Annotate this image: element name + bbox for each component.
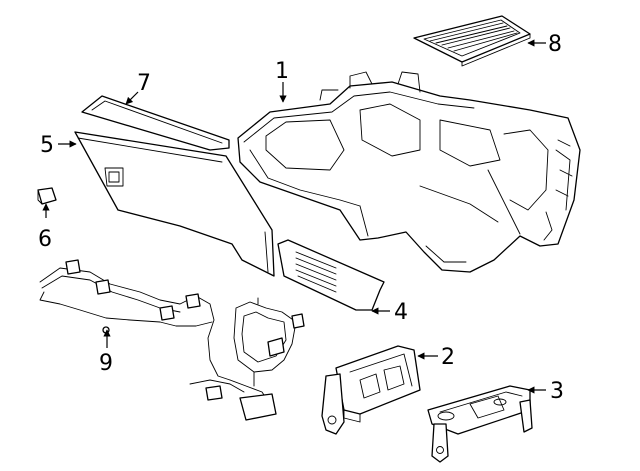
- part-5-side-panel: [74, 131, 275, 277]
- callout-7: 7: [137, 71, 151, 96]
- part-6-clip: [37, 187, 57, 205]
- part-3-bracket: [427, 385, 533, 463]
- callout-9: 9: [99, 351, 113, 376]
- part-2-bracket: [321, 345, 421, 435]
- callout-leaders: [42, 39, 546, 394]
- callout-2: 2: [441, 345, 455, 370]
- callout-3: 3: [550, 379, 564, 404]
- callout-8: 8: [548, 32, 562, 57]
- part-7-trim-strip: [81, 95, 230, 151]
- part-8-mat: [413, 15, 531, 67]
- callout-4: 4: [394, 300, 408, 325]
- callout-5: 5: [40, 133, 54, 158]
- leader-7: [125, 91, 139, 105]
- callout-6: 6: [38, 227, 52, 252]
- part-1-console-body: [237, 71, 581, 273]
- part-9-wiring-harness: [39, 259, 305, 421]
- part-4-grille-panel: [277, 239, 385, 311]
- callout-1: 1: [275, 59, 289, 84]
